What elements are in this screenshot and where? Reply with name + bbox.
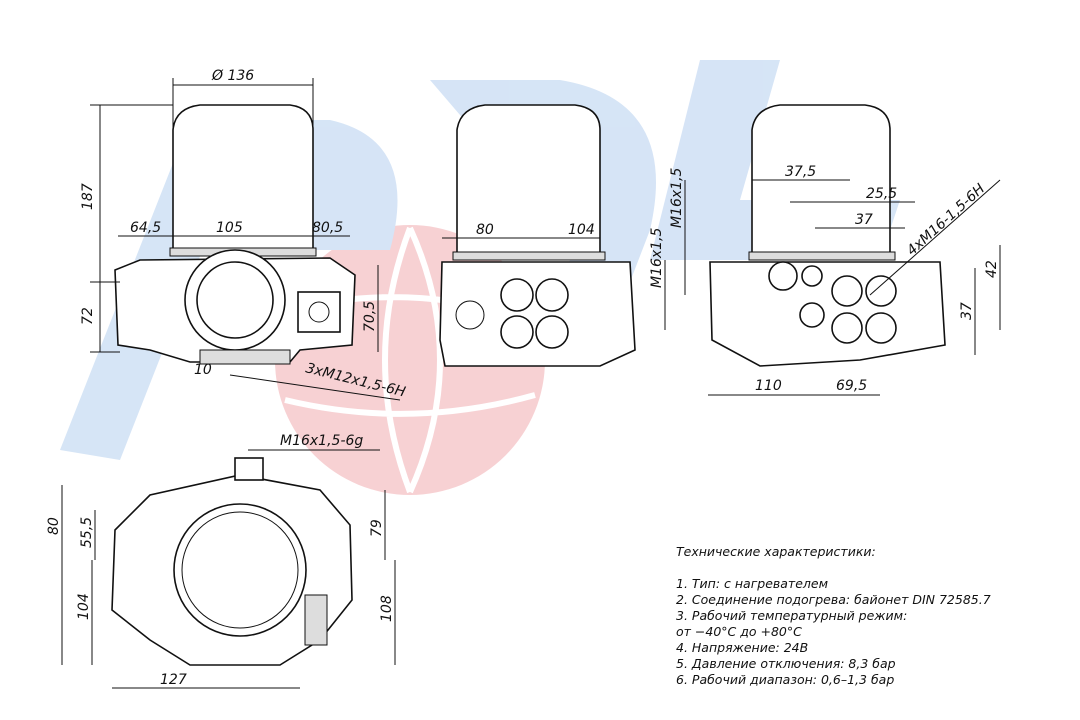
spec-item: 3. Рабочий температурный режим: bbox=[676, 608, 908, 623]
dim-37-5: 37,5 bbox=[785, 164, 816, 180]
spec-item: 1. Тип: с нагревателем bbox=[676, 576, 828, 591]
front-view: 80 104 bbox=[439, 104, 636, 367]
thread-top: M16x1,5 bbox=[669, 167, 685, 228]
dim-offset: 10 bbox=[194, 362, 212, 378]
spec-item: 4. Напряжение: 24В bbox=[676, 640, 809, 655]
dim-left: 64,5 bbox=[130, 220, 161, 236]
thread-ports: 4xM16-1,5-6H bbox=[904, 181, 989, 259]
dim-diameter: Ø 136 bbox=[211, 68, 254, 84]
dim-front-right: 104 bbox=[568, 222, 595, 238]
dim-55-5: 55,5 bbox=[79, 517, 95, 548]
top-view: M16x1,5-6g 80 55,5 79 104 108 127 bbox=[46, 433, 396, 689]
side-view: Ø 136 187 72 64,5 105 80,5 70,5 10 3xM12… bbox=[80, 68, 407, 401]
dim-108: 108 bbox=[379, 595, 395, 622]
dim-center: 105 bbox=[216, 220, 243, 236]
thread-top-view: M16x1,5-6g bbox=[280, 433, 363, 449]
dim-127: 127 bbox=[160, 672, 187, 688]
dim-front-left: 80 bbox=[476, 222, 494, 238]
spec-item: 6. Рабочий диапазон: 0,6–1,3 бар bbox=[676, 672, 895, 687]
dim-69-5: 69,5 bbox=[836, 378, 867, 394]
spec-item: 2. Соединение подогрева: байонет DIN 725… bbox=[676, 592, 991, 607]
dim-height: 187 bbox=[80, 183, 96, 210]
dim-80: 80 bbox=[46, 517, 62, 535]
dim-25-5: 25,5 bbox=[866, 186, 897, 202]
dim-42: 42 bbox=[984, 260, 1000, 278]
dim-37: 37 bbox=[855, 212, 873, 228]
dim-right: 80,5 bbox=[312, 220, 343, 236]
dim-110: 110 bbox=[755, 378, 782, 394]
dim-37-v: 37 bbox=[959, 302, 975, 320]
specs-title: Технические характеристики: bbox=[676, 544, 876, 559]
technical-specs: Технические характеристики: 1. Тип: с на… bbox=[676, 544, 991, 688]
dim-79: 79 bbox=[369, 519, 385, 537]
spec-item: 5. Давление отключения: 8,3 бар bbox=[676, 656, 896, 671]
dim-104: 104 bbox=[76, 593, 92, 620]
dim-port-height: 70,5 bbox=[362, 301, 378, 332]
thread-side: M16x1,5 bbox=[649, 227, 665, 288]
dim-lower-height: 72 bbox=[80, 307, 96, 325]
spec-item: от −40°C до +80°C bbox=[676, 624, 802, 639]
